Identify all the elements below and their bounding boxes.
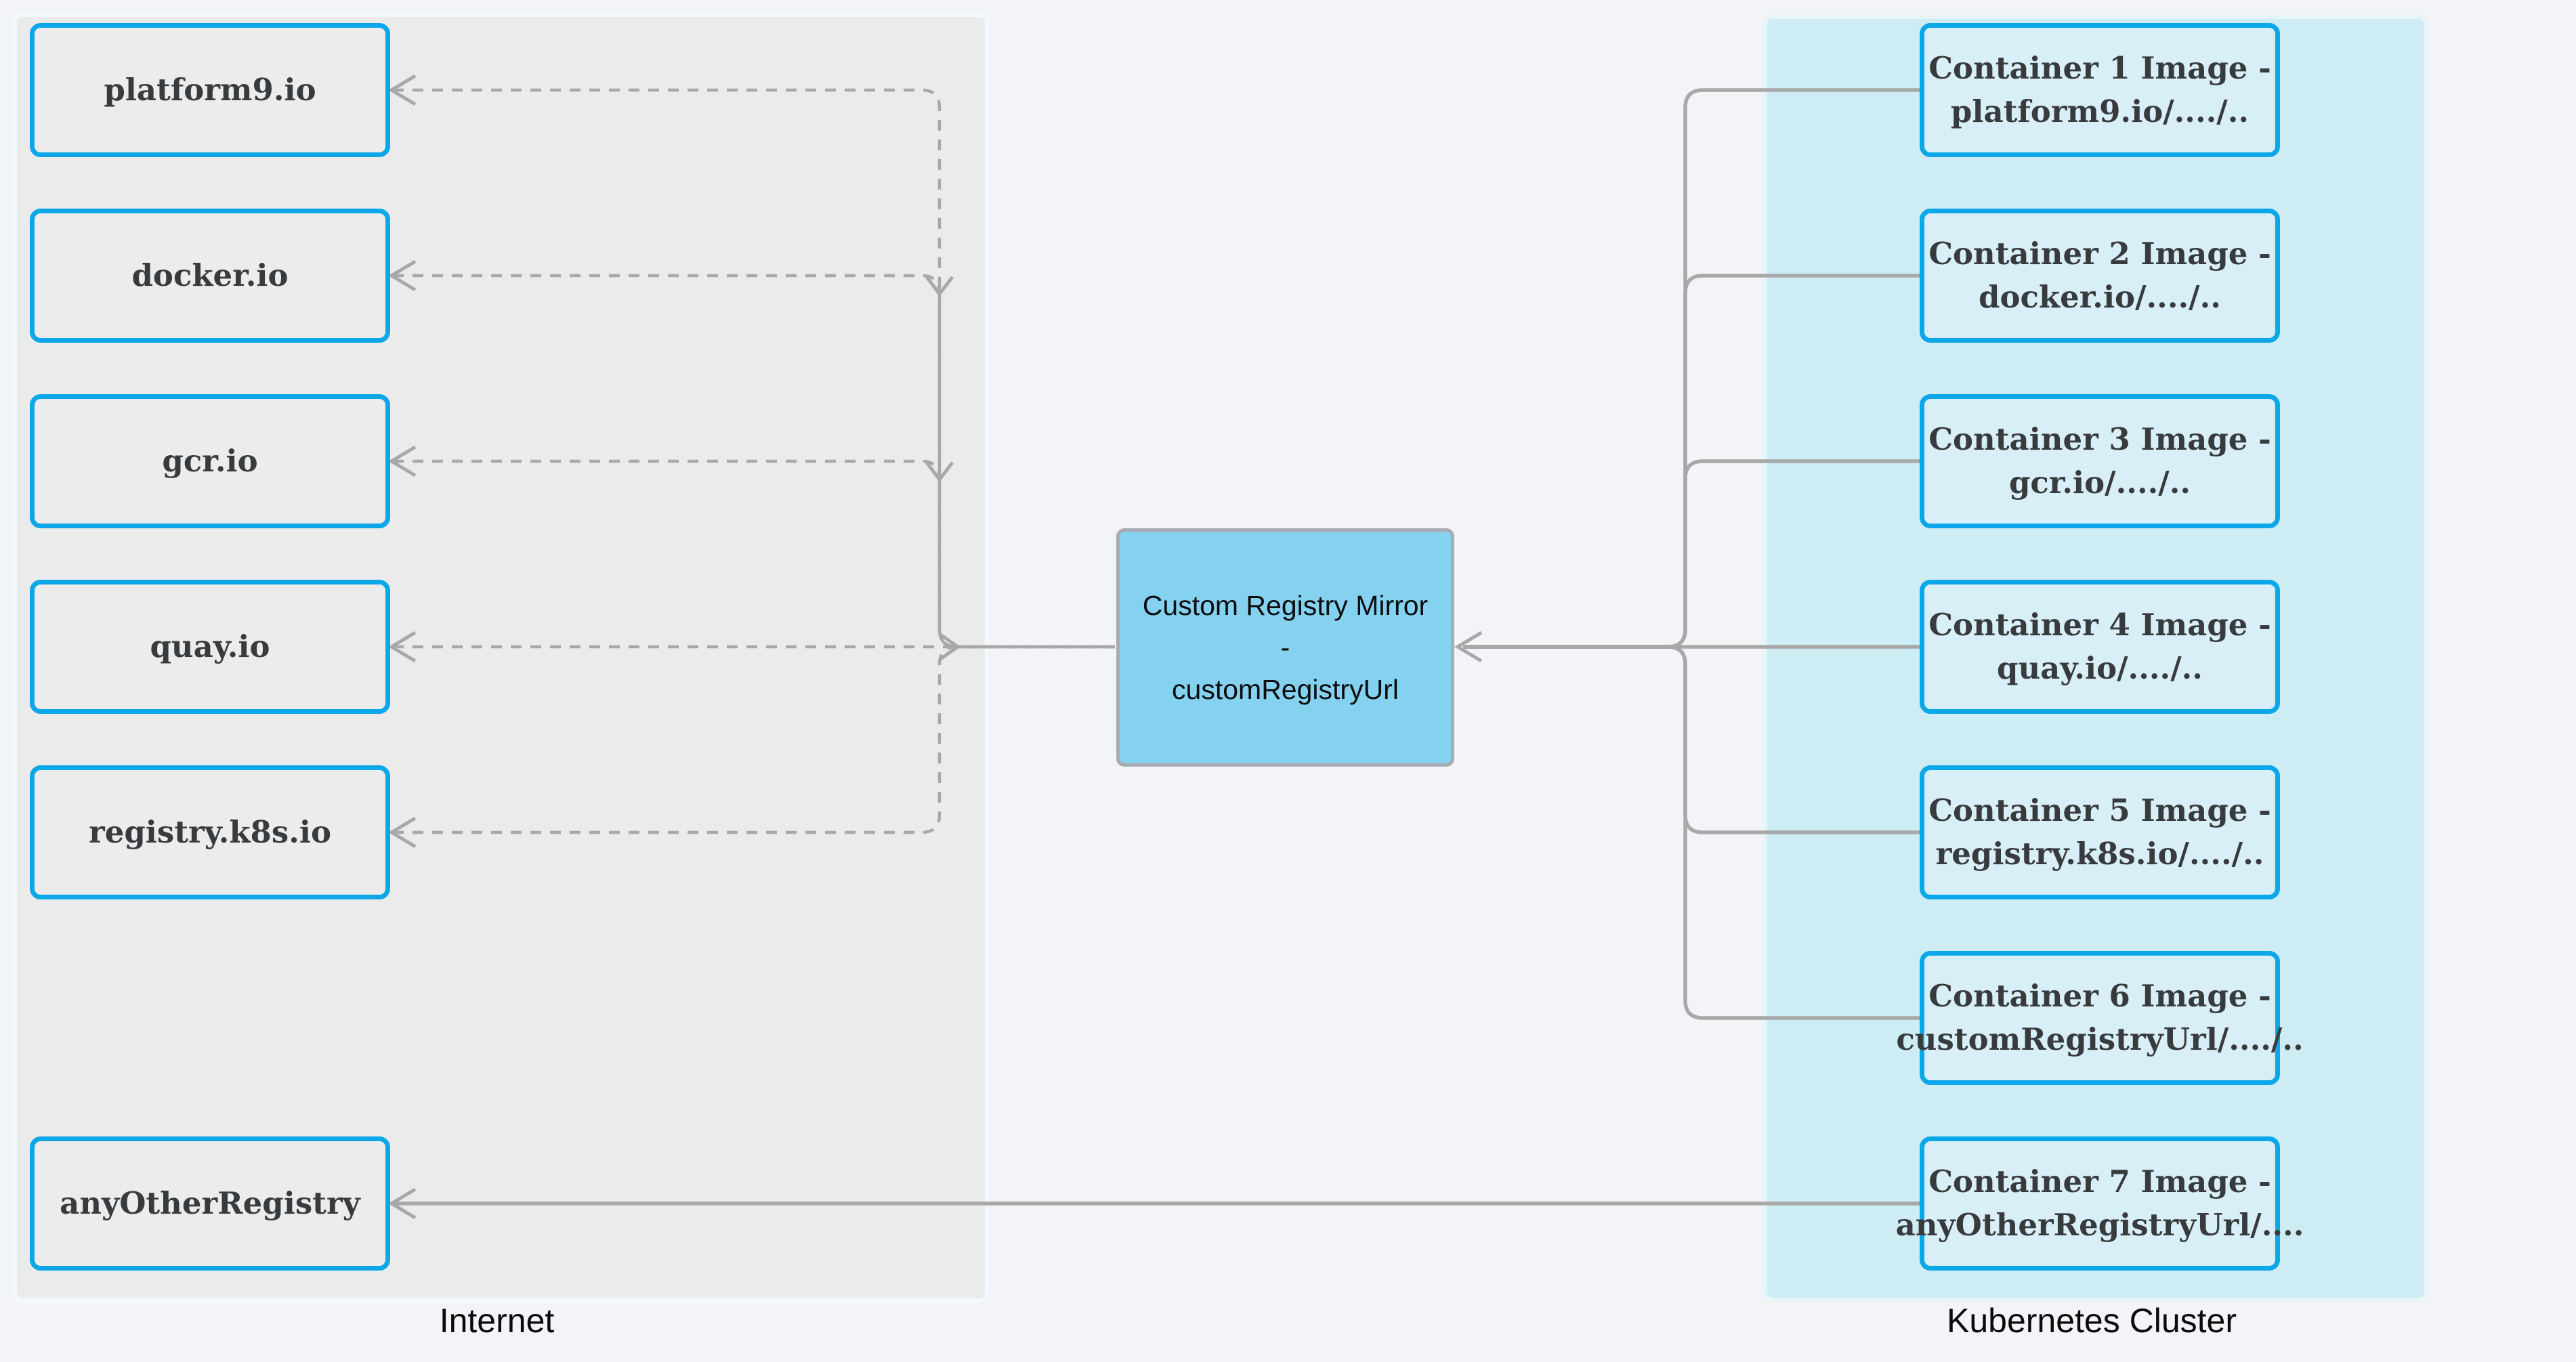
- edge-container6: [1463, 645, 1921, 1020]
- registry-node-label: platform9.io: [104, 72, 316, 108]
- mirror-url: customRegistryUrl: [1172, 674, 1399, 705]
- container-node-image: registry.k8s.io/..../..: [1935, 836, 2264, 872]
- arrow-down-icon: [925, 276, 954, 297]
- edge-docker: [393, 274, 1115, 649]
- container-node-7: Container 7 Image - anyOtherRegistryUrl/…: [1896, 1136, 2304, 1271]
- container-node-title: Container 2 Image -: [1928, 236, 2271, 272]
- container-node-title: Container 6 Image -: [1928, 978, 2271, 1014]
- container-node-title: Container 4 Image -: [1928, 607, 2271, 643]
- container-node-4: Container 4 Image - quay.io/..../..: [1920, 580, 2280, 714]
- arrow-left-icon: [1454, 631, 1483, 663]
- arrow-left-icon: [388, 74, 417, 106]
- mirror-separator: -: [1280, 632, 1290, 663]
- arrow-left-icon: [388, 631, 417, 663]
- mirror-title: Custom Registry Mirror: [1142, 590, 1429, 621]
- registry-node-label: registry.k8s.io: [89, 814, 331, 850]
- solid-edges-containers-to-mirror: [393, 88, 1921, 1206]
- custom-registry-mirror-node: Custom Registry Mirror - customRegistryU…: [1116, 528, 1454, 767]
- registry-node-quay: quay.io: [30, 580, 390, 714]
- kubernetes-cluster-label: Kubernetes Cluster: [1946, 1302, 2237, 1340]
- arrow-right-icon: [938, 632, 961, 662]
- registry-node-platform9: platform9.io: [30, 23, 390, 157]
- container-node-image: anyOtherRegistryUrl/....: [1895, 1207, 2304, 1243]
- container-node-1: Container 1 Image - platform9.io/..../..: [1920, 23, 2280, 157]
- registry-node-label: quay.io: [150, 629, 270, 664]
- edge-container5: [1463, 645, 1921, 834]
- dashed-edges-mirror-to-registries: [393, 88, 1115, 834]
- container-node-image: customRegistryUrl/..../..: [1896, 1021, 2304, 1057]
- arrow-down-icon: [925, 461, 954, 483]
- container-node-image: gcr.io/..../..: [2008, 465, 2191, 501]
- container-node-title: Container 3 Image -: [1928, 421, 2271, 457]
- edge-container3: [1463, 459, 1921, 649]
- container-node-image: docker.io/..../..: [1979, 279, 2221, 315]
- registry-node-docker: docker.io: [30, 209, 390, 343]
- edge-registry-k8s: [393, 645, 1115, 834]
- container-node-3: Container 3 Image - gcr.io/..../..: [1920, 394, 2280, 528]
- registry-node-label: anyOtherRegistry: [60, 1185, 360, 1221]
- arrow-left-icon: [388, 445, 417, 477]
- arrow-left-icon: [388, 816, 417, 849]
- container-node-title: Container 1 Image -: [1928, 50, 2271, 86]
- arrowhead-icons: [388, 74, 1483, 1220]
- registry-node-gcr: gcr.io: [30, 394, 390, 528]
- container-node-title: Container 5 Image -: [1928, 792, 2271, 828]
- registry-node-label: docker.io: [131, 257, 289, 293]
- container-node-image: quay.io/..../..: [1997, 650, 2203, 686]
- registry-node-anyother: anyOtherRegistry: [30, 1136, 390, 1271]
- container-node-image: platform9.io/..../..: [1950, 93, 2250, 129]
- arrow-left-icon: [388, 1187, 417, 1220]
- edge-container1: [1463, 88, 1921, 649]
- container-node-5: Container 5 Image - registry.k8s.io/....…: [1920, 765, 2280, 899]
- edge-platform9: [393, 88, 1115, 649]
- container-node-2: Container 2 Image - docker.io/..../..: [1920, 209, 2280, 343]
- container-node-title: Container 7 Image -: [1928, 1164, 2271, 1199]
- registry-node-registry-k8s: registry.k8s.io: [30, 765, 390, 899]
- edge-gcr: [393, 459, 1115, 649]
- container-node-6: Container 6 Image - customRegistryUrl/..…: [1896, 951, 2304, 1085]
- registry-node-label: gcr.io: [162, 443, 258, 479]
- internet-label: Internet: [439, 1302, 555, 1340]
- arrow-left-icon: [388, 259, 417, 292]
